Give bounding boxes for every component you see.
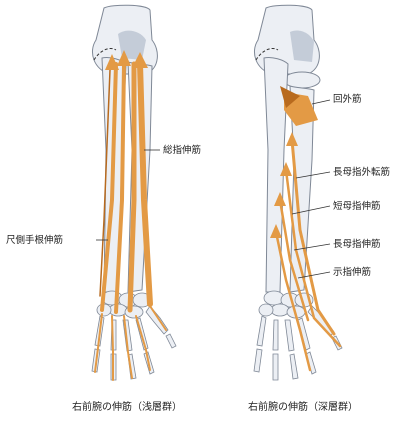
right-origin-dashed-outline bbox=[255, 47, 279, 61]
left-finger-tendon-5 bbox=[94, 313, 103, 373]
right-hand-bones bbox=[253, 305, 343, 381]
left-extensor-tendon-3 bbox=[114, 62, 126, 314]
right-arrowhead-epl bbox=[274, 192, 286, 206]
right-leader-ei bbox=[297, 271, 331, 279]
right-carpal-bones bbox=[258, 290, 314, 319]
right-arrowhead-apl bbox=[286, 132, 298, 146]
right-leader-supinator bbox=[311, 99, 331, 105]
left-figure-caption: 右前腕の伸筋（浅層群） bbox=[72, 400, 182, 413]
label-extensor-pollicis-longus: 長母指伸筋 bbox=[333, 238, 381, 250]
left-forearm-figure: 総指伸筋 尺側手根伸筋 右前腕の伸筋（浅層群） bbox=[6, 4, 201, 413]
label-extensor-pollicis-brevis: 短母指伸筋 bbox=[333, 200, 381, 212]
right-forearm-figure: 回外筋 長母指外転筋 短母指伸筋 長母指伸筋 示指伸筋 右前腕の伸筋（深層群） bbox=[248, 4, 390, 413]
left-finger-tendon-4 bbox=[111, 315, 114, 381]
right-abductor-pollicis-longus bbox=[290, 138, 336, 336]
left-extensor-tendon-2 bbox=[127, 61, 137, 313]
left-finger-tendon-3 bbox=[123, 315, 133, 379]
right-leader-apl bbox=[295, 171, 331, 179]
left-extensor-tendon-4 bbox=[100, 62, 118, 312]
right-figure-caption: 右前腕の伸筋（深層群） bbox=[248, 400, 358, 413]
right-leader-epl bbox=[293, 243, 331, 251]
right-radius-head bbox=[283, 71, 321, 89]
right-arrowhead-epb bbox=[280, 162, 292, 176]
label-extensor-digitorum: 総指伸筋 bbox=[163, 144, 201, 156]
left-origin-dashed-outline bbox=[93, 47, 117, 61]
label-supinator: 回外筋 bbox=[333, 93, 362, 105]
right-leader-epb bbox=[291, 205, 331, 215]
right-arrowhead-ei bbox=[270, 224, 282, 238]
label-extensor-carpi-ulnaris: 尺側手根伸筋 bbox=[6, 234, 63, 246]
right-supinator-arrowhead bbox=[280, 86, 300, 108]
left-finger-tendon-1 bbox=[149, 305, 167, 331]
right-deep-muscle-bundle bbox=[270, 86, 342, 372]
left-arrowhead-3 bbox=[105, 54, 119, 70]
right-extensor-pollicis-longus bbox=[278, 198, 310, 322]
label-abductor-pollicis-longus: 長母指外転筋 bbox=[333, 166, 390, 178]
left-extensor-muscle-bundle bbox=[94, 50, 167, 381]
right-elbow-joint-shade bbox=[290, 30, 314, 62]
left-extensor-ulnar-line bbox=[99, 69, 111, 297]
right-extensor-pollicis-brevis bbox=[284, 168, 342, 348]
left-finger-tendon-2 bbox=[135, 315, 151, 371]
left-arrowhead-2 bbox=[117, 50, 131, 66]
label-extensor-indicis: 示指伸筋 bbox=[333, 266, 371, 278]
right-extensor-indicis bbox=[274, 230, 312, 372]
left-extensor-tendon-1 bbox=[137, 61, 153, 307]
left-arrowhead-1 bbox=[132, 52, 148, 68]
